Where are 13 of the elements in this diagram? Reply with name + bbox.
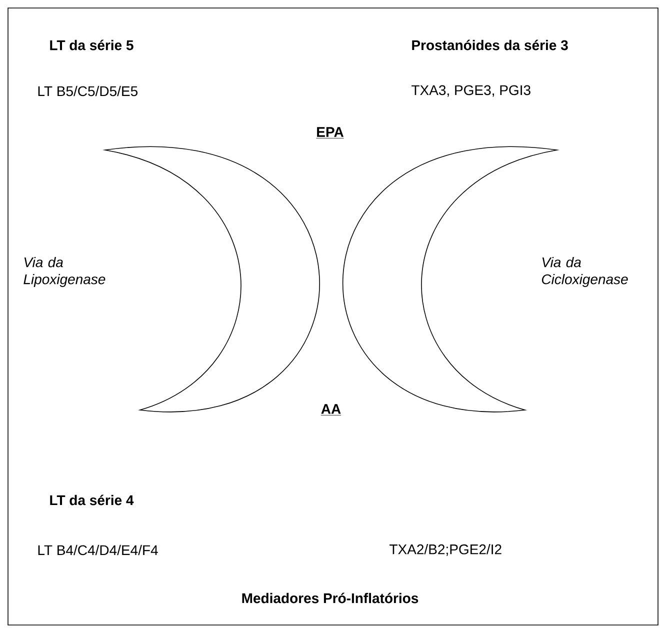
heading-text: Mediadores Pró-Inflatórios bbox=[242, 592, 418, 604]
label-text: TXA2/B2;PGE2/I2 bbox=[390, 544, 502, 556]
label-text: AA bbox=[320, 404, 342, 416]
heading-text: LT da série 4 bbox=[50, 494, 134, 506]
label-text: TXA3, PGE3, PGI3 bbox=[412, 85, 530, 97]
label-text: Via da Lipoxigenase bbox=[24, 256, 106, 288]
label-text: EPA bbox=[316, 127, 344, 138]
label-text: Via da Cicloxigenase bbox=[542, 256, 628, 288]
label-text: LT B5/C5/D5/E5 bbox=[38, 86, 138, 96]
heading-text: LT da série 5 bbox=[50, 40, 134, 50]
label-text: LT B4/C4/D4/E4/F4 bbox=[38, 544, 158, 556]
heading-text: Prostanóides da série 3 bbox=[412, 40, 568, 50]
crescent-shape bbox=[104, 146, 320, 411]
